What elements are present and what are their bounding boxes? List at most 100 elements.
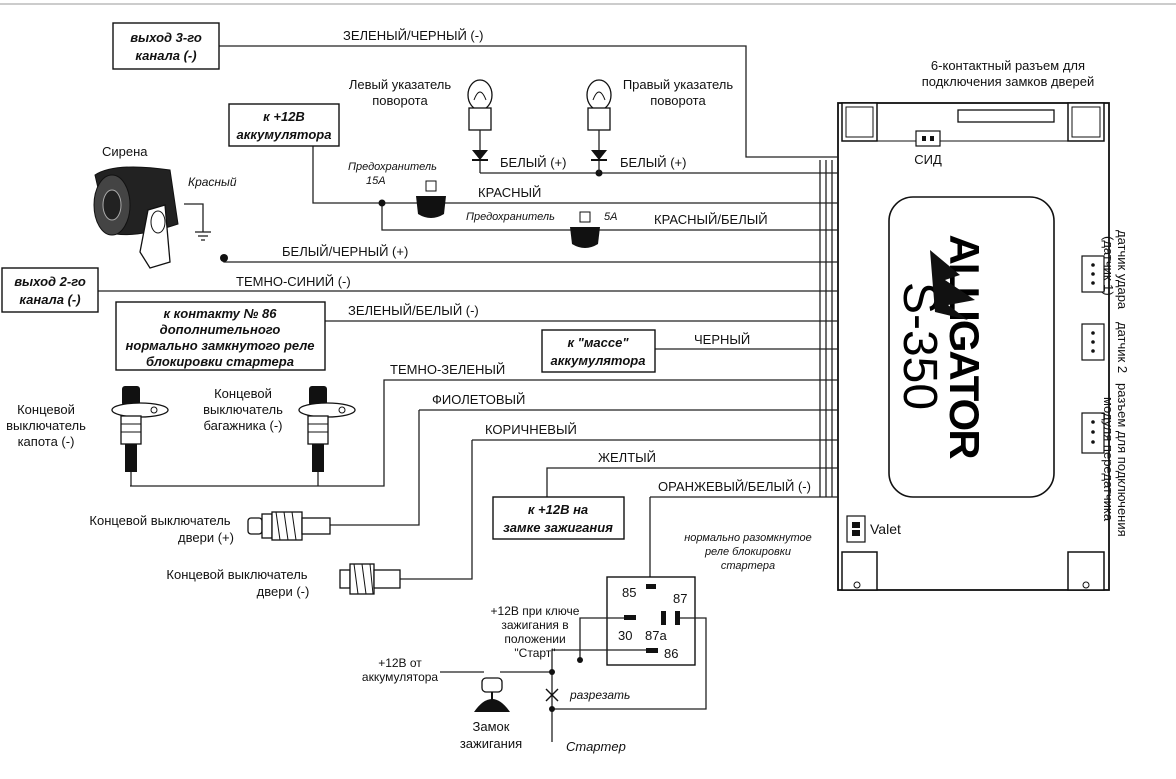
- tx-conn-label-1: разъем для подключения: [1115, 383, 1130, 537]
- left-turn-lamp: [467, 79, 493, 173]
- siren-icon: [93, 166, 179, 269]
- ign-start-label-3: положении: [504, 632, 565, 646]
- sensor2-label: датчик 2: [1115, 322, 1130, 373]
- cut-mark-icon: [545, 688, 559, 702]
- wire-red-white-label: КРАСНЫЙ/БЕЛЫЙ: [654, 212, 768, 227]
- hood-switch-icon: [111, 386, 169, 486]
- logo-plate: [888, 196, 1055, 498]
- wire-black-label: ЧЕРНЫЙ: [694, 332, 750, 347]
- left-turn-label-2: поворота: [372, 93, 428, 108]
- siren-label: Сирена: [102, 144, 148, 159]
- door-minus-label-1: Концевой выключатель: [166, 567, 307, 582]
- svg-text:нормально замкнутого реле: нормально замкнутого реле: [126, 338, 315, 353]
- svg-text:блокировки стартера: блокировки стартера: [146, 354, 294, 369]
- ign-switch-label-1: Замок: [473, 719, 510, 734]
- ign-start-label-2: зажигания в: [501, 618, 568, 632]
- shock-sensor-label-2: (датчик 1): [1101, 236, 1116, 296]
- box-channel3-output: выход 3-го канала (-): [112, 22, 220, 70]
- wire-brown-label: КОРИЧНЕВЫЙ: [485, 422, 577, 437]
- door-switch-plus-icon: [247, 511, 331, 541]
- door-lock-conn-label-1: 6-контактный разъем для: [931, 58, 1085, 73]
- wire-green-white-label: ЗЕЛЕНЫЙ/БЕЛЫЙ (-): [348, 303, 479, 318]
- alligator-emblem: [930, 250, 975, 320]
- hood-switch-label-2: выключатель: [6, 418, 86, 433]
- trunk-switch-label-1: Концевой: [214, 386, 272, 401]
- wire-orange-white-label: ОРАНЖЕВЫЙ/БЕЛЫЙ (-): [658, 479, 811, 494]
- svg-text:к +12В: к +12В: [263, 109, 305, 124]
- door-lock-conn-label-2: подключения замков дверей: [922, 74, 1095, 89]
- svg-text:к +12В на: к +12В на: [528, 502, 588, 517]
- door-switch-minus-icon: [339, 563, 401, 595]
- relay-title-3: стартера: [721, 560, 775, 572]
- svg-text:аккумулятора: аккумулятора: [237, 127, 332, 142]
- svg-text:канала (-): канала (-): [19, 292, 80, 307]
- box-battery-12v: к +12В аккумулятора: [228, 103, 340, 147]
- wire-green-black-label: ЗЕЛЕНЫЙ/ЧЕРНЫЙ (-): [343, 28, 483, 43]
- wire-white1-label: БЕЛЫЙ (+): [500, 155, 566, 170]
- wire-dark-blue-label: ТЕМНО-СИНИЙ (-): [236, 274, 351, 289]
- valet-label: Valet: [870, 521, 901, 537]
- valet-button-icon: [846, 515, 866, 543]
- cut-label: разрезать: [569, 688, 630, 702]
- fuse-5a-icon: [570, 211, 600, 248]
- fuse15-title: Предохранитель: [348, 161, 437, 173]
- led-label: СИД: [914, 152, 942, 167]
- wire-dark-green-label: ТЕМНО-ЗЕЛЕНЫЙ: [390, 362, 505, 377]
- ignition-switch-icon: [440, 671, 552, 712]
- svg-text:выход 3-го: выход 3-го: [130, 30, 202, 45]
- right-turn-label: Правый указатель: [623, 77, 734, 92]
- wire-bundle: [98, 45, 838, 585]
- hood-switch-label-1: Концевой: [17, 402, 75, 417]
- svg-text:аккумулятора: аккумулятора: [551, 353, 646, 368]
- door-plus-label-1: Концевой выключатель: [89, 513, 230, 528]
- wire-violet-label: ФИОЛЕТОВЫЙ: [432, 392, 525, 407]
- left-turn-label: Левый указатель: [349, 77, 452, 92]
- fuse-15a-icon: [416, 180, 446, 218]
- relay-pin-87a: 87a: [645, 628, 667, 643]
- relay-pin-87: 87: [673, 591, 687, 606]
- box-channel2-output: выход 2-го канала (-): [1, 267, 99, 313]
- svg-text:дополнительного: дополнительного: [160, 322, 281, 337]
- box-ignition-12v: к +12В на замке зажигания: [492, 496, 625, 540]
- svg-text:к контакту № 86: к контакту № 86: [163, 306, 277, 321]
- ign-start-label-1: +12В при ключе: [491, 604, 580, 618]
- shock-sensor-label-1: датчик удара: [1115, 230, 1130, 310]
- wire-red-label: КРАСНЫЙ: [478, 185, 541, 200]
- fuse5-title: Предохранитель: [466, 211, 555, 223]
- relay-pin-30: 30: [618, 628, 632, 643]
- relay-pin-85: 85: [622, 585, 636, 600]
- hood-switch-label-3: капота (-): [18, 434, 75, 449]
- fuse15-value: 15A: [366, 175, 386, 187]
- starter-relay: [551, 576, 707, 742]
- fuse5-value: 5A: [604, 211, 617, 223]
- trunk-switch-icon: [298, 386, 356, 486]
- wire-white2-label: БЕЛЫЙ (+): [620, 155, 686, 170]
- bat-plus-label-1: +12В от: [378, 656, 422, 670]
- starter-label: Стартер: [566, 739, 626, 754]
- control-unit: ALLIGATOR S-350: [837, 102, 1110, 591]
- wire-white-black-label: БЕЛЫЙ/ЧЕРНЫЙ (+): [282, 244, 408, 259]
- bat-plus-label-2: аккумулятора: [362, 670, 439, 684]
- right-turn-label-2: поворота: [650, 93, 706, 108]
- relay-pin-86: 86: [664, 646, 678, 661]
- ign-start-label-4: "Старт": [514, 646, 555, 660]
- door-plus-label-2: двери (+): [178, 530, 234, 545]
- right-turn-lamp: [586, 79, 612, 173]
- relay-title-1: нормально разомкнутое: [684, 532, 812, 544]
- door-minus-label-2: двери (-): [257, 584, 310, 599]
- led-icon: [915, 130, 941, 147]
- svg-text:к "массе": к "массе": [567, 335, 629, 350]
- relay-title-2: реле блокировки: [704, 546, 791, 558]
- wire-yellow-label: ЖЕЛТЫЙ: [598, 450, 656, 465]
- svg-text:канала (-): канала (-): [135, 48, 196, 63]
- box-relay-pin86: к контакту № 86 дополнительного нормальн…: [115, 301, 326, 371]
- ign-switch-label-2: зажигания: [460, 736, 522, 751]
- trunk-switch-label-3: багажника (-): [203, 418, 282, 433]
- siren-red-label: Красный: [188, 175, 237, 189]
- svg-text:замке зажигания: замке зажигания: [503, 520, 613, 535]
- tx-conn-label-2: модуля передатчика: [1101, 397, 1116, 522]
- svg-text:выход 2-го: выход 2-го: [14, 274, 86, 289]
- box-battery-ground: к "массе" аккумулятора: [541, 329, 656, 373]
- trunk-switch-label-2: выключатель: [203, 402, 283, 417]
